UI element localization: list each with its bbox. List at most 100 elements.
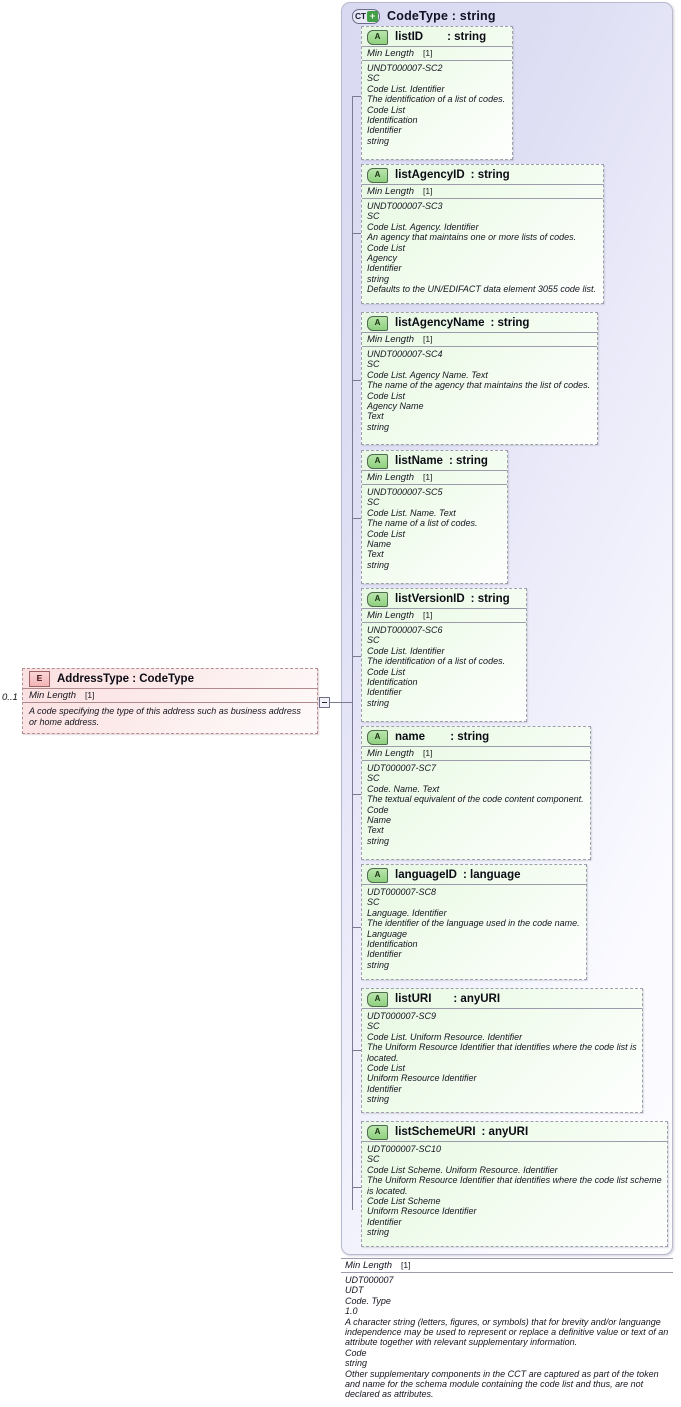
doc-line: Identifier bbox=[367, 1083, 402, 1094]
attribute-name: listID bbox=[395, 31, 424, 43]
doc-line: Uniform Resource Identifier bbox=[367, 1206, 477, 1217]
type-documentation-panel: Min Length[1] UDT000007 UDT Code. Type 1… bbox=[341, 1258, 673, 1405]
doc-line: UNDT000007-SC2 bbox=[367, 63, 443, 73]
attribute-name: listAgencyName bbox=[395, 317, 485, 329]
attribute-name: listURI bbox=[395, 993, 448, 1005]
doc-line: string bbox=[367, 697, 390, 708]
attribute-documentation: UNDT000007-SC5 SC Code List. Name. Text … bbox=[362, 485, 507, 573]
attribute-icon: A bbox=[367, 1124, 388, 1140]
doc-line: The name of the agency that maintains th… bbox=[367, 380, 591, 391]
attribute-connector-1 bbox=[352, 233, 361, 234]
attribute-type: : string bbox=[470, 169, 510, 181]
facet-label: Min Length bbox=[367, 334, 415, 345]
attribute-connector-4 bbox=[352, 656, 361, 657]
doc-line: Defaults to the UN/EDIFACT data element … bbox=[367, 284, 596, 295]
attribute-box-listID[interactable]: A listID : string Min Length[1] UNDT0000… bbox=[361, 26, 513, 160]
element-title: AddressType : CodeType bbox=[57, 673, 194, 685]
attribute-box-listVersionID[interactable]: A listVersionID : string Min Length[1] U… bbox=[361, 588, 527, 722]
doc-line: Code List. Identifier bbox=[367, 645, 445, 656]
element-box-addresstype[interactable]: E AddressType : CodeType Min Length [1] A… bbox=[22, 668, 318, 734]
type-documentation-lines: UDT000007 UDT Code. Type 1.0 A character… bbox=[341, 1273, 673, 1402]
doc-line: Identification bbox=[367, 677, 418, 688]
element-header: E AddressType : CodeType bbox=[23, 669, 317, 688]
attribute-type: : anyURI bbox=[453, 993, 501, 1005]
facet-value: [1] bbox=[423, 48, 433, 58]
attribute-type: : language bbox=[462, 869, 521, 881]
facet-label: Min Length bbox=[367, 748, 415, 759]
attribute-connector-5 bbox=[352, 794, 361, 795]
attribute-name: listVersionID bbox=[395, 593, 465, 605]
doc-line: SC bbox=[367, 211, 380, 222]
facet-label: Min Length bbox=[345, 1260, 393, 1271]
attribute-box-listSchemeURI[interactable]: A listSchemeURI : anyURI UDT000007-SC10 … bbox=[361, 1121, 668, 1247]
doc-line: UNDT000007-SC5 bbox=[367, 487, 443, 497]
facet-value: [1] bbox=[423, 186, 433, 196]
doc-line: Identification bbox=[367, 939, 418, 950]
doc-line: UDT000007-SC8 bbox=[367, 887, 437, 897]
collapse-toggle-icon[interactable] bbox=[319, 697, 330, 708]
doc-line: An agency that maintains one or more lis… bbox=[367, 232, 577, 243]
doc-line: string bbox=[367, 835, 390, 846]
doc-line: Code List bbox=[367, 104, 406, 115]
doc-line: Code bbox=[345, 1347, 367, 1358]
expand-plus-icon[interactable]: + bbox=[367, 10, 378, 22]
attribute-facet-row: Min Length [1] bbox=[362, 184, 603, 199]
attribute-header: A listVersionID : string bbox=[362, 589, 526, 608]
attribute-connector-0 bbox=[352, 96, 361, 97]
attribute-box-listAgencyName[interactable]: A listAgencyName : string Min Length[1] … bbox=[361, 312, 598, 445]
doc-line: A character string (letters, figures, or… bbox=[345, 1316, 669, 1348]
complextype-expand-icon[interactable]: CT + bbox=[352, 8, 380, 24]
attribute-documentation: UDT000007-SC8 SC Language. Identifier Th… bbox=[362, 884, 586, 973]
facet-label: Min Length bbox=[29, 690, 77, 701]
doc-line: Agency bbox=[367, 253, 398, 264]
facet-value: [1] bbox=[85, 690, 95, 700]
attribute-header: A listAgencyID : string bbox=[362, 165, 603, 184]
doc-line: The Uniform Resource Identifier that ide… bbox=[367, 1042, 637, 1063]
attribute-facet-row: Min Length[1] bbox=[362, 608, 526, 623]
doc-line: The textual equivalent of the code conte… bbox=[367, 794, 584, 805]
attribute-box-listAgencyID[interactable]: A listAgencyID : string Min Length [1] UN… bbox=[361, 164, 604, 304]
attribute-connector-3 bbox=[352, 518, 361, 519]
doc-line: Name bbox=[367, 539, 392, 550]
doc-line: Identifier bbox=[367, 1216, 402, 1227]
doc-line: string bbox=[367, 1227, 390, 1238]
facet-value: [1] bbox=[423, 748, 433, 758]
attribute-name: listName bbox=[395, 455, 443, 467]
complextype-header[interactable]: CT + CodeType : string bbox=[352, 7, 496, 25]
attribute-box-languageID[interactable]: A languageID : language UDT000007-SC8 SC… bbox=[361, 864, 587, 980]
attribute-box-listName[interactable]: A listName : string Min Length[1] UNDT00… bbox=[361, 450, 508, 584]
attribute-facet-row: Min Length[1] bbox=[362, 332, 597, 347]
element-cardinality: 0..1 bbox=[2, 692, 18, 703]
attribute-type: : string bbox=[447, 31, 487, 43]
attribute-documentation: UDT000007-SC10 SC Code List Scheme. Unif… bbox=[362, 1141, 667, 1241]
doc-line: string bbox=[367, 959, 390, 970]
attribute-name: listAgencyID bbox=[395, 169, 465, 181]
attribute-connector-2 bbox=[352, 380, 361, 381]
facet-value: [1] bbox=[423, 610, 433, 620]
doc-line: SC bbox=[367, 1154, 380, 1165]
doc-line: string bbox=[367, 421, 390, 432]
attribute-documentation: UNDT000007-SC3 SC Code List. Agency. Ide… bbox=[362, 199, 603, 298]
doc-line: SC bbox=[367, 1021, 380, 1032]
doc-line: string bbox=[367, 273, 390, 284]
doc-line: SC bbox=[367, 897, 380, 908]
attribute-facet-row: Min Length [1] bbox=[362, 746, 590, 761]
doc-line: UDT000007-SC7 bbox=[367, 763, 437, 773]
doc-line: string bbox=[367, 135, 390, 146]
attribute-header: A listID : string bbox=[362, 27, 512, 46]
element-documentation: A code specifying the type of this addre… bbox=[29, 706, 301, 727]
doc-line: SC bbox=[367, 497, 380, 508]
attribute-box-listURI[interactable]: A listURI : anyURI UDT000007-SC9 SC Code… bbox=[361, 988, 643, 1113]
attribute-box-name[interactable]: A name : string Min Length [1] UDT000007-… bbox=[361, 726, 591, 860]
attribute-header: A name : string bbox=[362, 727, 590, 746]
attribute-connector-8 bbox=[352, 1187, 361, 1188]
doc-line: The identification of a list of codes. bbox=[367, 656, 506, 667]
doc-line: Code List bbox=[367, 528, 406, 539]
facet-label: Min Length bbox=[367, 186, 415, 197]
doc-line: Code List bbox=[367, 242, 406, 253]
attribute-icon: A bbox=[367, 453, 388, 469]
doc-line: UNDT000007-SC4 bbox=[367, 349, 443, 359]
doc-line: Text bbox=[367, 549, 384, 560]
doc-line: Code List. Uniform Resource. Identifier bbox=[367, 1031, 523, 1042]
